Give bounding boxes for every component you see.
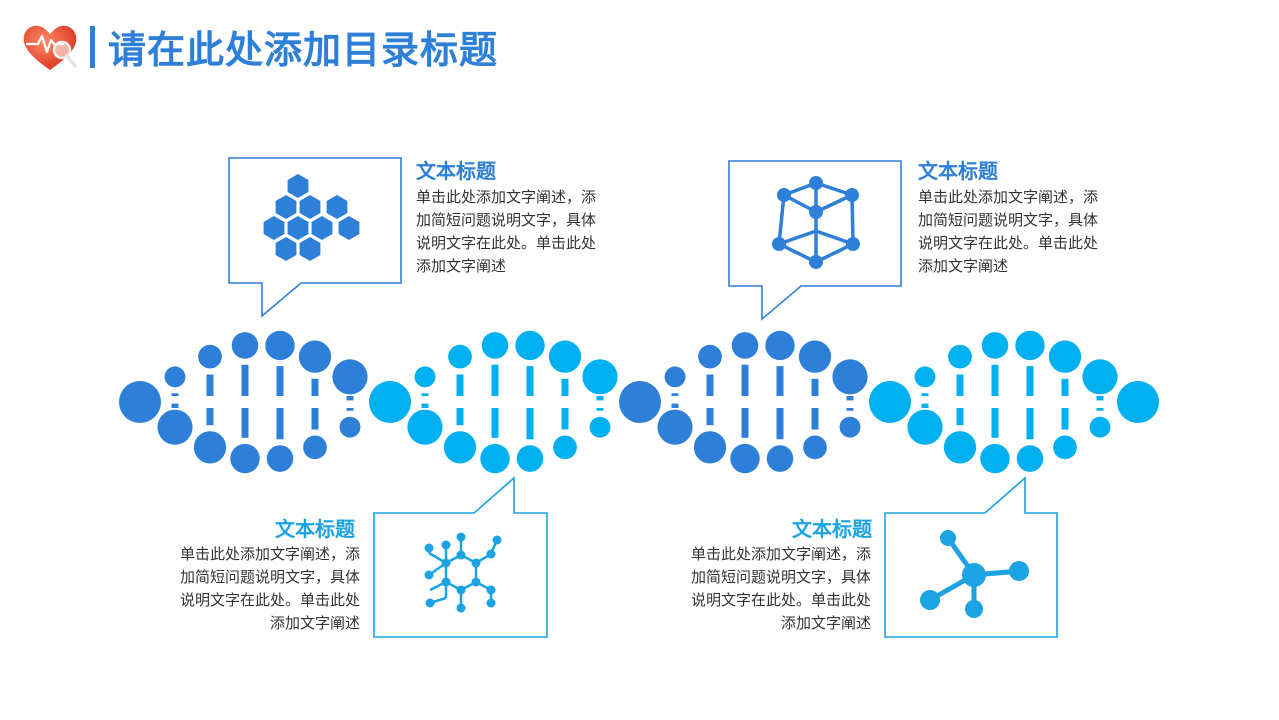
dna-node — [448, 344, 472, 369]
dna-node — [1089, 416, 1111, 438]
block-4-body: 单击此处添加文字阐述，添 加简短问题说明文字，具体 说明文字在此处。单击此处 添… — [690, 545, 871, 632]
dna-node — [1117, 381, 1159, 423]
hexagon-cell — [263, 216, 285, 240]
dna-node — [731, 332, 759, 359]
dna-node — [582, 359, 618, 395]
dna-node — [516, 445, 544, 472]
dna-node — [1015, 330, 1045, 361]
hexagon-cell — [287, 216, 309, 240]
callout-box-1 — [228, 157, 402, 318]
dna-node — [407, 409, 443, 445]
block-3-heading: 文本标题 — [275, 517, 355, 541]
dna-node — [698, 344, 722, 369]
dna-node — [1048, 340, 1082, 373]
heart-pulse-magnifier-icon — [23, 25, 77, 71]
dna-node — [515, 330, 545, 361]
block-4-heading: 文本标题 — [792, 517, 872, 541]
ring-molecule-icon — [424, 532, 502, 613]
block-1-body: 单击此处添加文字阐述，添 加简短问题说明文字，具体 说明文字在此处。单击此处 添… — [416, 188, 597, 275]
dna-node — [119, 381, 161, 423]
dna-node — [980, 443, 1010, 474]
dna-node — [548, 340, 582, 373]
dna-node — [339, 416, 361, 438]
dna-node — [266, 445, 294, 472]
dna-node — [230, 443, 260, 474]
dna-node — [369, 381, 411, 423]
hexagon-cell — [311, 216, 333, 240]
dna-node — [589, 416, 611, 438]
hexagon-cell — [275, 195, 297, 219]
block-1-heading: 文本标题 — [416, 159, 496, 183]
branch-molecule-icon — [920, 530, 1029, 618]
dna-node — [981, 332, 1009, 359]
dna-node — [1082, 359, 1118, 395]
dna-node — [480, 443, 510, 474]
dna-node — [839, 416, 861, 438]
hexagon-cell — [299, 237, 321, 261]
block-2-heading: 文本标题 — [918, 159, 998, 183]
hexagon-cell — [287, 174, 309, 198]
dna-node — [664, 366, 686, 388]
dna-node — [832, 359, 868, 395]
dna-node — [414, 366, 436, 388]
dna-node — [303, 435, 327, 460]
dna-node — [193, 431, 227, 464]
block-3-body: 单击此处添加文字阐述，添 加简短问题说明文字，具体 说明文字在此处。单击此处 添… — [179, 545, 360, 632]
hexagon-cluster-icon — [263, 174, 360, 261]
dna-node — [231, 332, 259, 359]
dna-node — [803, 435, 827, 460]
dna-node — [948, 344, 972, 369]
dna-node — [907, 409, 943, 445]
dna-node — [265, 330, 295, 361]
dna-node — [869, 381, 911, 423]
dna-node — [657, 409, 693, 445]
page-title: 请在此处添加目录标题 — [108, 28, 499, 72]
dna-node — [332, 359, 368, 395]
dna-node — [619, 381, 661, 423]
dna-node — [553, 435, 577, 460]
dna-node — [765, 330, 795, 361]
dna-node — [198, 344, 222, 369]
dna-node — [481, 332, 509, 359]
dna-node — [157, 409, 193, 445]
dna-node — [443, 431, 477, 464]
dna-node — [766, 445, 794, 472]
title-accent-bar — [90, 26, 95, 68]
hexagon-cell — [299, 195, 321, 219]
dna-node — [164, 366, 186, 388]
dna-node — [914, 366, 936, 388]
cube-molecule-icon — [772, 176, 860, 269]
dna-node — [798, 340, 832, 373]
hexagon-cell — [275, 237, 297, 261]
hexagon-cell — [338, 216, 360, 240]
dna-node — [1016, 445, 1044, 472]
dna-node — [943, 431, 977, 464]
block-2-body: 单击此处添加文字阐述，添 加简短问题说明文字，具体 说明文字在此处。单击此处 添… — [918, 188, 1099, 275]
dna-node — [730, 443, 760, 474]
dna-node — [1053, 435, 1077, 460]
dna-node — [298, 340, 332, 373]
dna-node — [693, 431, 727, 464]
hexagon-cell — [326, 195, 348, 219]
